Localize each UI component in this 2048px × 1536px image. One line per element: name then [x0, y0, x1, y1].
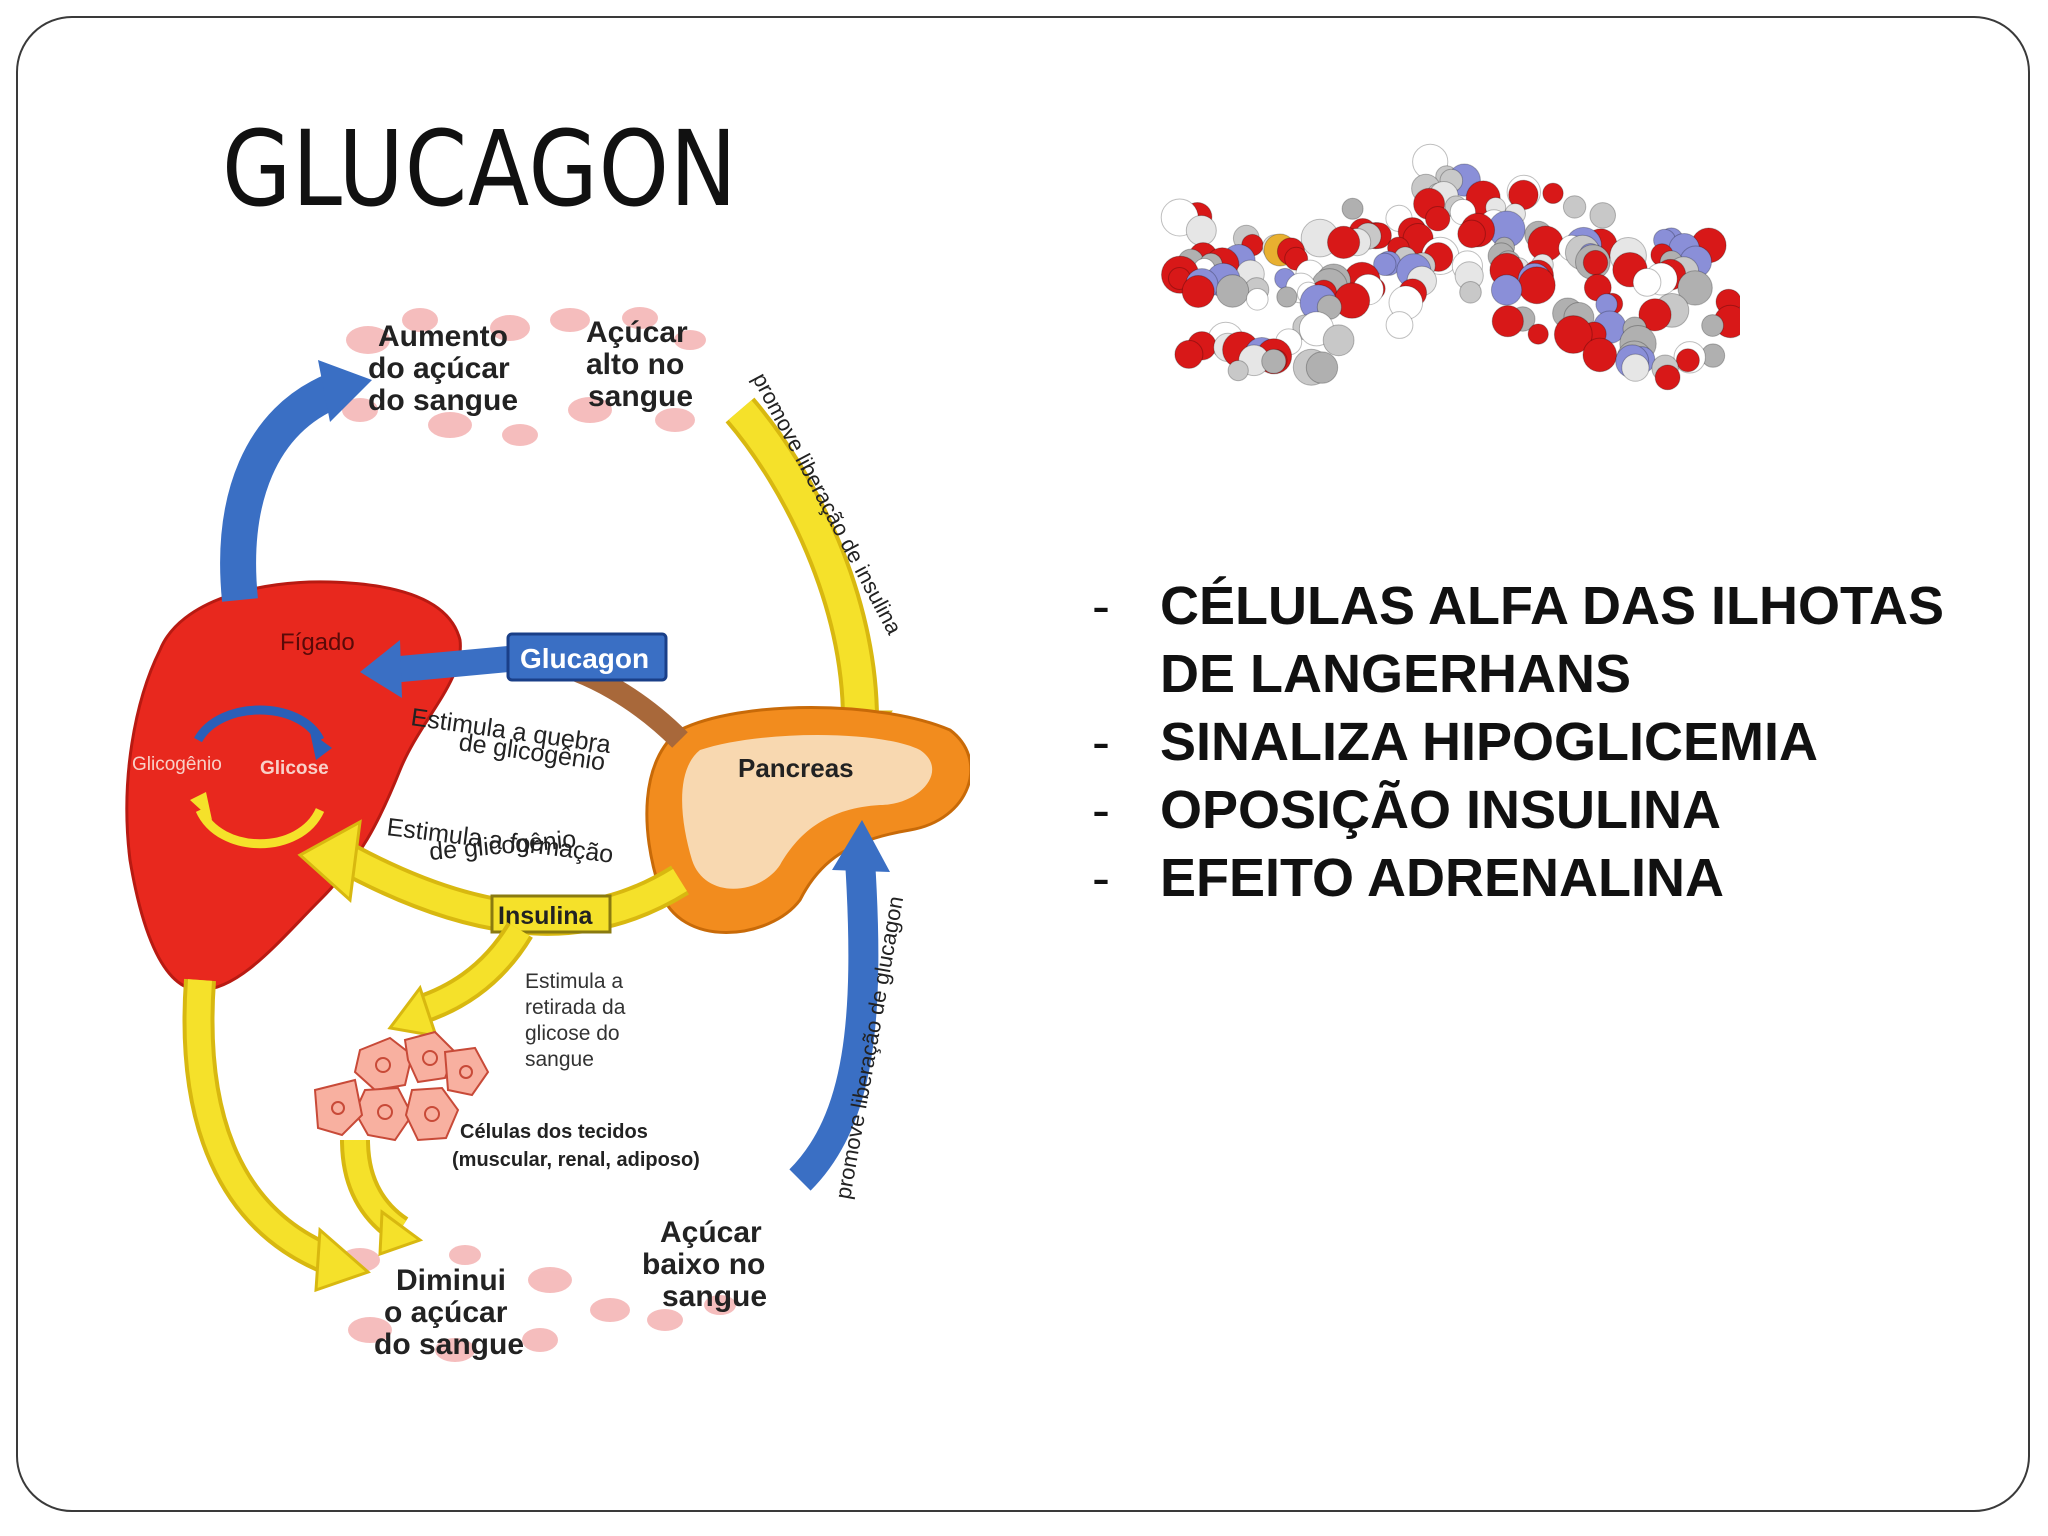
acucar-alto-line3: sangue [588, 380, 693, 413]
bullet-text: SINALIZA HIPOGLICEMIA [1160, 712, 1818, 772]
molecule-atom [1305, 351, 1339, 384]
molecule-atom [1185, 215, 1217, 246]
bullet-marker: - [1092, 848, 1110, 908]
glucagon-box [506, 632, 668, 682]
acucar-baixo-line2: baixo no [642, 1248, 765, 1281]
blood-cells-bottom [340, 1245, 736, 1362]
bullet-marker: - [1092, 712, 1110, 772]
yellow-arrowhead-liver [297, 819, 362, 904]
aumento-line2: do açúcar [368, 352, 510, 385]
estimula-retirada-line2: retirada da [525, 996, 626, 1019]
molecule-atom [1517, 266, 1556, 305]
molecule-atom [1654, 364, 1681, 391]
molecule-atom [1322, 324, 1355, 357]
blue-arrowhead-pancreas [832, 820, 890, 872]
aumento-line3: do sangue [368, 384, 518, 417]
molecule-atom [1589, 202, 1617, 229]
blue-arrowhead-top [318, 360, 372, 422]
molecule-atom [1327, 225, 1361, 260]
molecule-atom [1261, 348, 1287, 374]
insulina-label: Insulina [498, 902, 594, 930]
cycle-arrow-yellow [195, 807, 325, 849]
diminui-line1: Diminui [396, 1264, 506, 1297]
cycle-arrowhead-blue [310, 732, 332, 760]
diminui-line3: do sangue [374, 1328, 524, 1361]
molecule-atom [1459, 281, 1482, 304]
molecule-atom [1181, 275, 1215, 308]
molecule-atom [1701, 314, 1724, 337]
molecule-atom [1553, 315, 1593, 354]
molecule-atom [1341, 197, 1364, 220]
glicose-label: Glicose [260, 758, 329, 779]
molecule-atom [1677, 270, 1713, 306]
molecule-atom [1215, 274, 1250, 308]
bullet-marker: - [1092, 780, 1110, 840]
molecule-atom [1385, 311, 1414, 339]
celulas-line2: (muscular, renal, adiposo) [452, 1149, 700, 1171]
molecule-atom [1638, 298, 1672, 332]
bullet-item: -SINALIZA HIPOGLICEMIA [1092, 708, 1972, 776]
molecule-atom [1425, 206, 1451, 232]
molecule-atom [1491, 305, 1524, 338]
glucagon-label: Glucagon [520, 643, 649, 674]
molecule-atom [1562, 195, 1587, 219]
aumento-line1: Aumento [378, 320, 508, 353]
acucar-alto-line1: Açúcar [586, 316, 688, 349]
molecule-atom [1457, 219, 1486, 249]
cycle-arrowhead-yellow [190, 792, 212, 820]
blood-cells-top [342, 307, 706, 446]
glucagon-molecule-image [1160, 143, 1740, 391]
bullet-item: -EFEITO ADRENALINA [1092, 844, 1972, 912]
glucose-regulation-diagram: Fígado Glicogênio Glicose promove libera… [125, 307, 970, 1362]
molecule-atom [1632, 267, 1662, 297]
molecule-atom [1246, 288, 1269, 311]
estimula-retirada-line1: Estimula a [525, 970, 623, 993]
molecule-atom [1276, 286, 1298, 308]
blue-arrow-liver-to-aumento [220, 373, 343, 602]
bullet-marker: - [1092, 576, 1110, 636]
glicogenio-label: Glicogênio [132, 754, 222, 775]
blue-arrow-acucar-baixo-to-pancreas [789, 859, 879, 1191]
acucar-baixo-line3: sangue [662, 1280, 767, 1313]
molecule-atom [1675, 348, 1700, 373]
diminui-line2: o açúcar [384, 1296, 508, 1329]
bullet-text: CÉLULAS ALFA DAS ILHOTAS DE LANGERHANS [1160, 576, 1944, 704]
molecule-atom [1227, 360, 1249, 382]
pancreas-label: Pancreas [738, 753, 854, 783]
slide-title: GLUCAGON [222, 108, 738, 230]
molecule-atom [1527, 323, 1549, 345]
bullet-text: OPOSIÇÃO INSULINA [1160, 780, 1722, 840]
tissue-cells [313, 1030, 490, 1142]
molecule-atom [1373, 252, 1397, 277]
bullet-list: -CÉLULAS ALFA DAS ILHOTAS DE LANGERHANS … [1092, 572, 1972, 912]
molecule-atom [1621, 353, 1650, 382]
bullet-item: -OPOSIÇÃO INSULINA [1092, 776, 1972, 844]
liver-label: Fígado [280, 629, 355, 656]
molecule-atom [1582, 249, 1609, 276]
molecule-atom [1174, 339, 1204, 369]
tissue-cell-nuclei [331, 1050, 473, 1122]
cycle-arrow-blue [194, 705, 325, 743]
yellow-arrowhead-diminui-left [314, 1226, 371, 1293]
bullet-item: -CÉLULAS ALFA DAS ILHOTAS DE LANGERHANS [1092, 572, 1972, 708]
yellow-arrowhead-diminui-mid [378, 1209, 424, 1257]
estimula-retirada-line4: sangue [525, 1048, 594, 1071]
bullet-text: EFEITO ADRENALINA [1160, 848, 1725, 908]
blue-arrowhead-liver [360, 640, 402, 698]
estimula-retirada-line3: glicose do [525, 1022, 620, 1045]
acucar-baixo-line1: Açúcar [660, 1216, 762, 1249]
molecule-atom [1542, 182, 1564, 205]
celulas-line1: Células dos tecidos [460, 1121, 648, 1143]
molecule-atom [1490, 274, 1523, 306]
liver-shape [125, 580, 462, 992]
insulina-box [490, 894, 612, 934]
acucar-alto-line2: alto no [586, 348, 684, 381]
yellow-arrowhead-cells [387, 984, 439, 1038]
molecule-atom [1582, 337, 1618, 373]
